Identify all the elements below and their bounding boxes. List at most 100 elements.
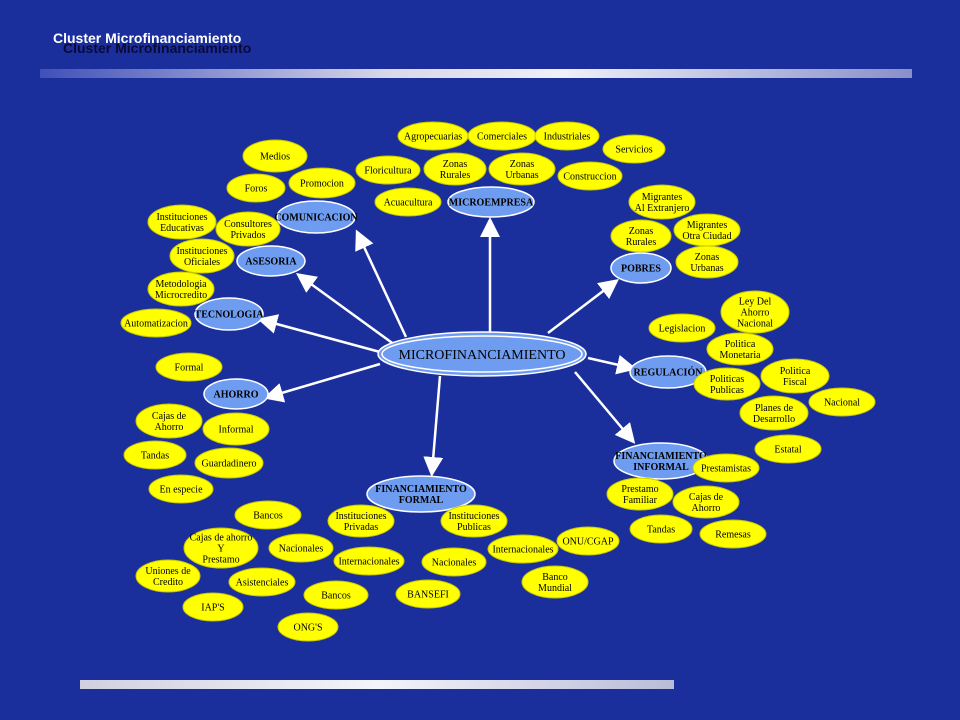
node-label: Informal: [219, 425, 254, 436]
node-inner-ring: [381, 335, 583, 373]
node-label: Ahorro: [741, 308, 770, 319]
node-shape: [488, 152, 556, 186]
node-shape: [268, 533, 334, 563]
node-label: Cajas de ahorro: [190, 533, 253, 544]
node-label: Instituciones: [335, 511, 386, 522]
node-label: Migrantes: [687, 220, 728, 231]
node-shape: [183, 527, 259, 569]
hub-node-asesoria: ASESORIA: [236, 245, 306, 277]
node-shape: [534, 121, 600, 151]
node-label: Guardadinero: [202, 459, 257, 470]
node-shape: [440, 504, 508, 538]
node-label: REGULACIÓN: [634, 367, 704, 379]
node-shape: [672, 485, 740, 519]
node-shape: [228, 567, 296, 597]
node-label: Servicios: [615, 145, 652, 156]
hub-node-pobres: POBRES: [610, 252, 672, 284]
node-shape: [303, 580, 369, 610]
leaf-node-industriales: Industriales: [534, 121, 600, 151]
hub-node-microempresa: MICROEMPRESA: [447, 186, 535, 218]
connector-arrow-6: [547, 278, 619, 334]
node-shape: [277, 612, 339, 642]
node-shape: [226, 173, 286, 203]
node-shape: [423, 152, 487, 186]
connector-arrow-3: [257, 314, 381, 354]
node-label: POBRES: [621, 264, 661, 275]
node-shape: [760, 358, 830, 394]
node-shape: [754, 434, 822, 464]
node-shape: [276, 200, 356, 234]
node-label: IAP'S: [201, 603, 224, 614]
node-label: MICROFINANCIAMIENTO: [399, 348, 566, 363]
node-label: FINANCIAMIENTO: [375, 484, 467, 495]
node-shape: [606, 477, 674, 511]
node-label: Metodologia: [155, 279, 207, 290]
node-label: ONU/CGAP: [562, 537, 614, 548]
node-label: Mundial: [538, 583, 572, 594]
node-shape: [203, 378, 269, 410]
node-label: Acuacultura: [384, 198, 433, 209]
node-label: TECNOLOGIA: [195, 310, 265, 321]
node-shape: [706, 332, 774, 366]
node-shape: [147, 271, 215, 307]
leaf-node-prestamistas: Prestamistas: [692, 453, 760, 483]
node-shape: [194, 447, 264, 479]
node-label: Automatizacion: [124, 319, 188, 330]
leaf-node-servicios: Servicios: [602, 134, 666, 164]
leaf-node-internacionales-l: Internacionales: [333, 546, 405, 576]
leaf-node-foros: Foros: [226, 173, 286, 203]
node-label: Politica: [725, 339, 756, 350]
leaf-node-ongs: ONG'S: [277, 612, 339, 642]
node-label: FORMAL: [399, 495, 444, 506]
node-label: Familiar: [623, 495, 658, 506]
node-label: Uniones de: [145, 566, 191, 577]
node-label: Nacionales: [432, 558, 477, 569]
leaf-node-construccion: Construccion: [557, 161, 623, 191]
node-label: Internacionales: [338, 557, 399, 568]
leaf-node-medios: Medios: [242, 139, 308, 173]
node-label: Monetaria: [719, 350, 761, 361]
node-label: Agropecuarias: [404, 132, 462, 143]
node-label: Rurales: [440, 170, 471, 181]
node-label: Internacionales: [492, 545, 553, 556]
node-label: Nacional: [737, 319, 773, 330]
node-shape: [135, 403, 203, 439]
node-shape: [148, 474, 214, 504]
node-label: Publicas: [710, 385, 744, 396]
node-label: Privadas: [344, 522, 379, 533]
node-label: Publicas: [457, 522, 491, 533]
node-label: Tandas: [647, 525, 675, 536]
node-label: Urbanas: [690, 263, 723, 274]
node-label: Formal: [175, 363, 204, 374]
node-label: Zonas: [629, 226, 654, 237]
node-shape: [288, 167, 356, 199]
node-label: BANSEFI: [407, 590, 449, 601]
leaf-node-comerciales: Comerciales: [467, 121, 537, 151]
node-shape: [421, 547, 487, 577]
node-shape: [699, 519, 767, 549]
node-label: Medios: [260, 152, 290, 163]
node-label: Asistenciales: [236, 578, 289, 589]
leaf-node-nacionales-l: Nacionales: [268, 533, 334, 563]
node-label: Oficiales: [184, 257, 220, 268]
node-label: Microcredito: [155, 290, 207, 301]
node-label: Otra Ciudad: [682, 231, 731, 242]
leaf-node-estatal: Estatal: [754, 434, 822, 464]
leaf-node-agropecuarias: Agropecuarias: [397, 121, 469, 151]
node-label: Instituciones: [448, 511, 499, 522]
